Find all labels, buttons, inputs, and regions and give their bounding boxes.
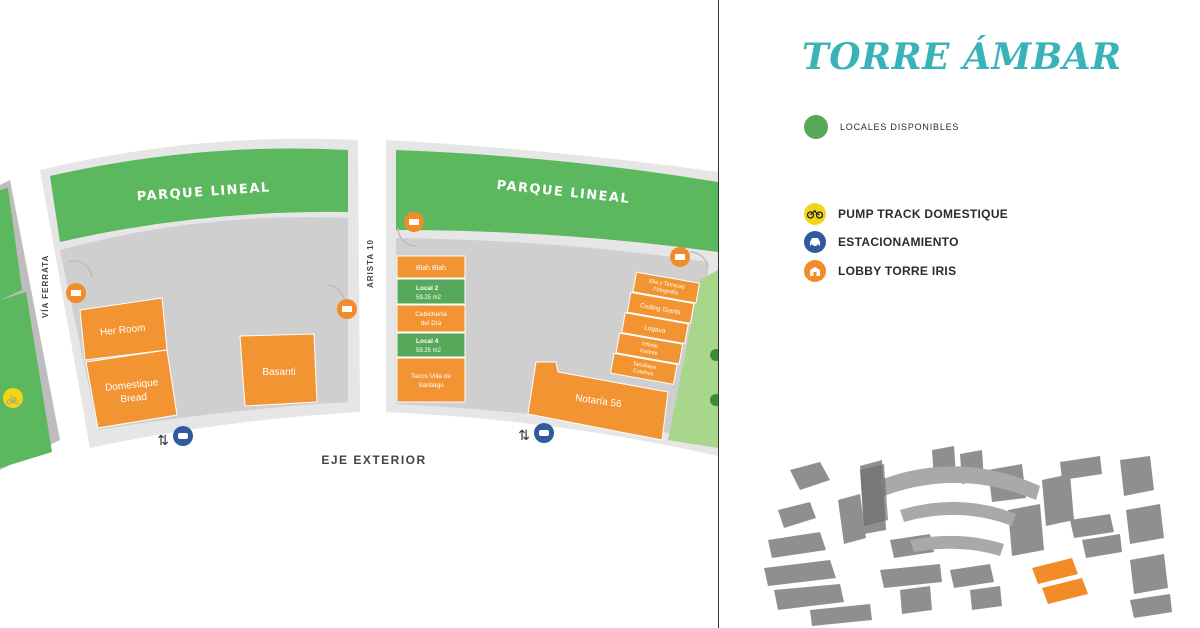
bicycle-icon bbox=[804, 203, 826, 225]
parking-arrows-right: ⇅ bbox=[518, 427, 530, 443]
right-wing-stores: Ella y Terrazas Fotografía Coding Giants… bbox=[609, 271, 701, 385]
street-via-ferrata: VÍA FERRATA bbox=[41, 255, 50, 318]
svg-text:Bread: Bread bbox=[120, 392, 148, 406]
street-arista-10: ARISTA 10 bbox=[366, 239, 375, 288]
lobby-marker-right-2[interactable] bbox=[670, 247, 690, 267]
store-notaria-56[interactable]: Notaría 56 bbox=[527, 361, 669, 441]
street-eje-exterior: EJE EXTERIOR bbox=[321, 453, 426, 467]
store-her-room[interactable]: Her Room bbox=[79, 297, 168, 361]
svg-text:Cebichería: Cebichería bbox=[415, 311, 447, 318]
legend-parking-label: ESTACIONAMIENTO bbox=[838, 235, 959, 249]
tree-2 bbox=[710, 394, 718, 406]
lobby-marker-left-1[interactable] bbox=[66, 283, 86, 303]
store-basanti[interactable]: Basanti bbox=[239, 333, 318, 407]
store-blah-blah[interactable]: Blah Blah bbox=[396, 255, 466, 279]
park-left bbox=[50, 148, 348, 242]
right-edge-park bbox=[668, 270, 718, 448]
svg-text:Cotehus: Cotehus bbox=[632, 368, 653, 378]
svg-text:Local 2: Local 2 bbox=[416, 285, 439, 292]
svg-text:Blah Blah: Blah Blah bbox=[416, 265, 446, 272]
page-title: TORRE ÁMBAR bbox=[802, 36, 1122, 78]
torre-ambar-highlight bbox=[1032, 558, 1088, 604]
legend-pump-track: PUMP TRACK DOMESTIQUE bbox=[804, 203, 1008, 225]
svg-text:Local 4: Local 4 bbox=[416, 338, 439, 345]
legend-lobby: LOBBY TORRE IRIS bbox=[804, 260, 956, 282]
parking-marker-left[interactable] bbox=[173, 426, 193, 446]
store-domestique-bread[interactable]: Domestique Bread bbox=[85, 349, 178, 429]
svg-text:Infinite: Infinite bbox=[641, 341, 658, 350]
door-arc-mid bbox=[327, 284, 345, 301]
door-arc-left bbox=[67, 260, 93, 279]
park-right bbox=[396, 150, 718, 252]
svg-text:Her Room: Her Room bbox=[99, 323, 145, 339]
tree-1 bbox=[710, 349, 718, 361]
left-edge-park-lower bbox=[0, 292, 52, 468]
store-cebicheria[interactable]: Cebichería del Día bbox=[396, 304, 466, 333]
building-icon bbox=[804, 260, 826, 282]
parking-marker-right[interactable] bbox=[534, 423, 554, 443]
svg-text:59.25 m2: 59.25 m2 bbox=[416, 348, 442, 354]
store-logava[interactable]: Logava bbox=[621, 312, 689, 345]
svg-text:Santiago: Santiago bbox=[418, 382, 444, 389]
svg-text:del Día: del Día bbox=[421, 320, 442, 327]
svg-text:59.25 m2: 59.25 m2 bbox=[416, 295, 442, 301]
mall-map: 🚲 PARQUE LINEAL Her Room Domestique Brea… bbox=[0, 138, 718, 470]
site-3d-thumbnail bbox=[764, 446, 1172, 626]
panel-divider bbox=[718, 0, 719, 628]
local-4-available[interactable]: Local 4 59.25 m2 bbox=[396, 332, 466, 358]
available-swatch bbox=[804, 115, 828, 139]
svg-text:Tacos Villa de: Tacos Villa de bbox=[411, 373, 451, 380]
svg-text:🚲: 🚲 bbox=[7, 394, 19, 405]
car-icon bbox=[804, 231, 826, 253]
store-tacubaya[interactable]: Tacubaya Cotehus bbox=[609, 352, 678, 385]
svg-text:Instinte: Instinte bbox=[639, 348, 658, 357]
legend-parking: ESTACIONAMIENTO bbox=[804, 231, 959, 253]
legend-lobby-label: LOBBY TORRE IRIS bbox=[838, 264, 957, 278]
bike-marker[interactable]: 🚲 bbox=[3, 388, 23, 408]
svg-text:Logava: Logava bbox=[644, 324, 667, 335]
lobby-marker-left-2[interactable] bbox=[337, 299, 357, 319]
parking-arrows-left: ⇅ bbox=[157, 432, 169, 448]
legend-available: LOCALES DISPONIBLES bbox=[804, 115, 959, 139]
lobby-marker-right-1[interactable] bbox=[404, 212, 424, 232]
svg-text:Basanti: Basanti bbox=[262, 367, 295, 378]
svg-text:Tacubaya: Tacubaya bbox=[632, 361, 657, 371]
store-tacos-villa[interactable]: Tacos Villa de Santiago bbox=[396, 357, 466, 403]
legend-available-label: LOCALES DISPONIBLES bbox=[840, 122, 960, 132]
legend-pump-track-label: PUMP TRACK DOMESTIQUE bbox=[838, 207, 1009, 221]
store-coding-giants[interactable]: Coding Giants bbox=[626, 291, 695, 324]
left-edge-park bbox=[0, 188, 22, 300]
door-arc-right bbox=[397, 227, 417, 247]
door-arc-far-right bbox=[689, 251, 709, 269]
store-ella-terrazas[interactable]: Ella y Terrazas Fotografía bbox=[632, 271, 701, 304]
store-infinite-instinte[interactable]: Infinite Instinte bbox=[615, 332, 684, 365]
svg-text:Fotografía: Fotografía bbox=[653, 286, 680, 296]
local-2-available[interactable]: Local 2 59.25 m2 bbox=[396, 278, 466, 305]
